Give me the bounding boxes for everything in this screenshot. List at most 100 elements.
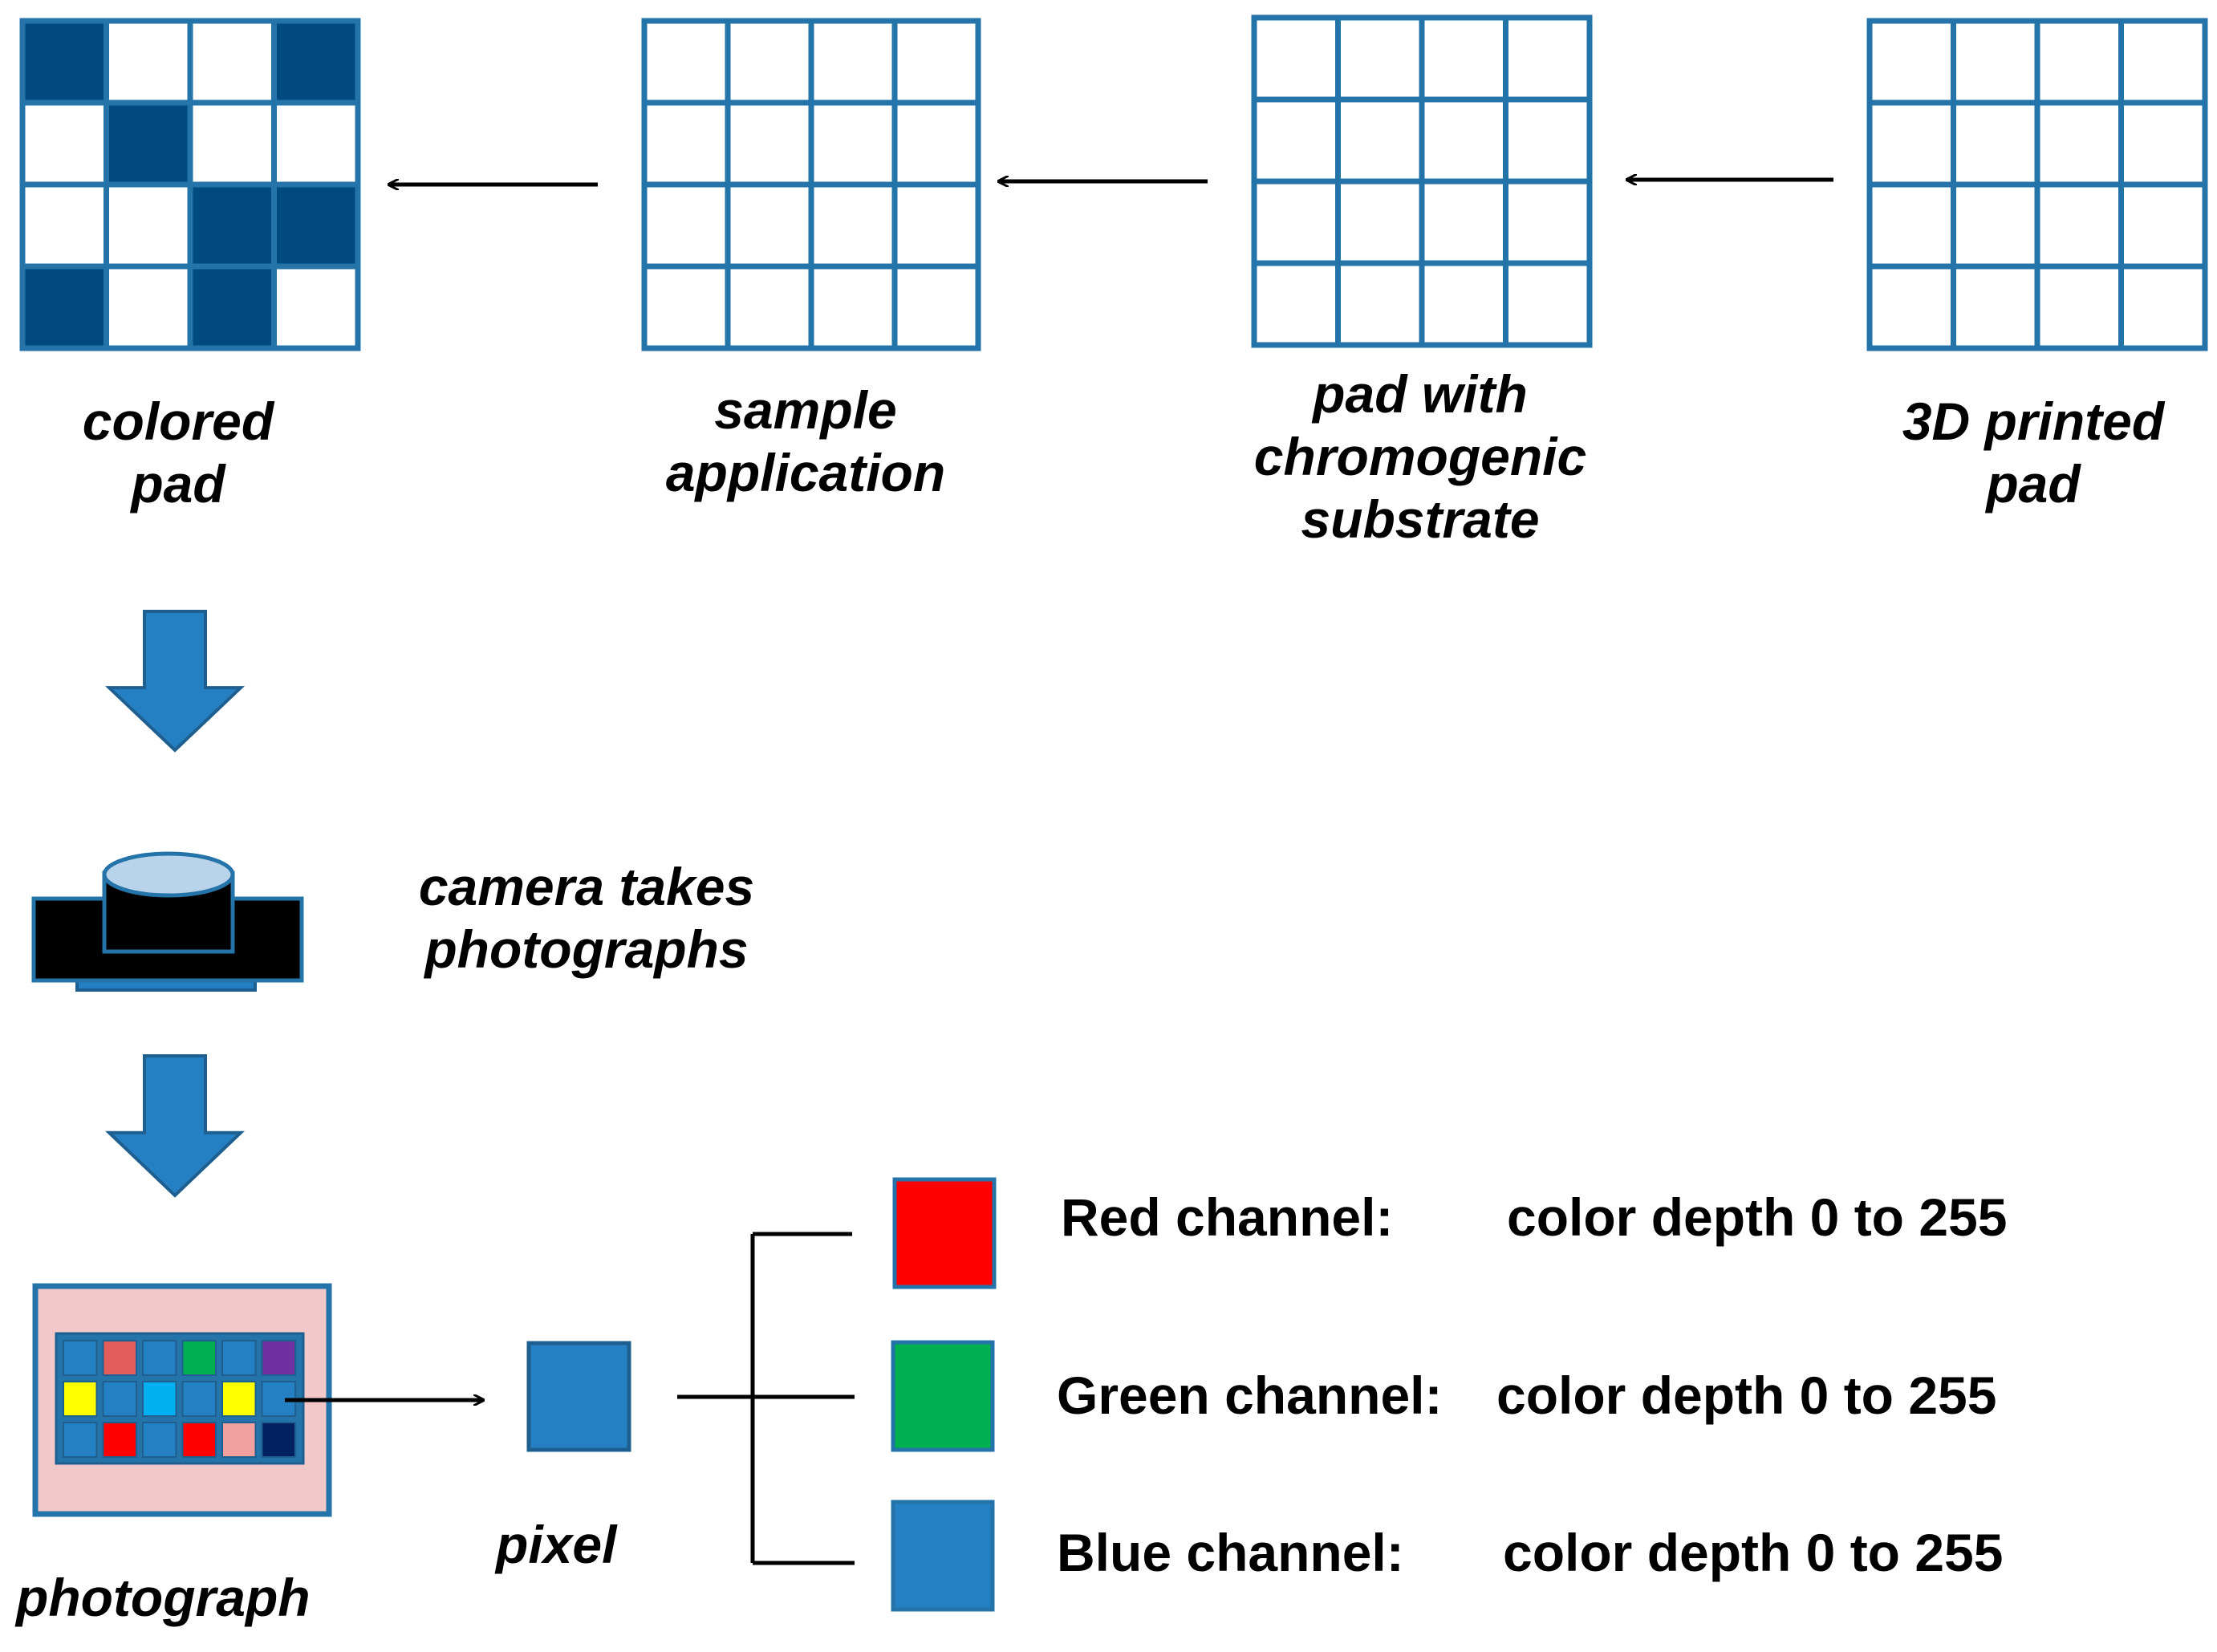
pad-cell (2118, 99, 2208, 188)
photograph-cell (221, 1381, 257, 1417)
pad-cell (1503, 14, 1593, 103)
pad-cell (1503, 96, 1593, 185)
pad-cell (808, 181, 898, 270)
pad-cell-filled (187, 263, 277, 351)
pad-cell (1335, 260, 1425, 348)
pad-cell (641, 18, 731, 106)
pad-cell (808, 99, 898, 188)
photograph-cell (181, 1381, 217, 1417)
pads-group (19, 14, 2208, 351)
pad-cell (104, 263, 193, 351)
pad-cell (2034, 99, 2124, 188)
pad-cell (2034, 181, 2124, 270)
pad-grid-sample (641, 18, 981, 351)
photograph-cell (63, 1381, 98, 1417)
pad-cell (641, 263, 731, 351)
photograph-cell (102, 1422, 137, 1458)
pad-cell (1866, 181, 1956, 270)
pad-label-line: pad (131, 454, 225, 513)
pad-cell (808, 263, 898, 351)
pad-cell (725, 181, 814, 270)
pad-label-chromogenic: pad with chromogenic substrate (1254, 367, 1586, 546)
pad-cell (1866, 263, 1956, 351)
photograph-cell (102, 1381, 137, 1417)
pad-cell (1419, 260, 1508, 348)
photograph-label: photograph (16, 1568, 311, 1627)
pad-label-line: colored (82, 392, 274, 451)
pad-label-line: pad with (1313, 364, 1528, 424)
pixel-label: pixel (496, 1515, 617, 1574)
pad-cell (1419, 96, 1508, 185)
pixel-square (526, 1341, 631, 1452)
pad-cell (2034, 263, 2124, 351)
pad-label-printed: 3D printed pad (1902, 395, 2164, 510)
camera-lens (102, 851, 235, 898)
red-channel-label: Red channel: (1061, 1187, 1394, 1247)
pad-cell-filled (104, 99, 193, 188)
pad-cell (641, 181, 731, 270)
pad-label-line: substrate (1301, 489, 1540, 549)
pad-cell (2118, 181, 2208, 270)
channel-swatches-group (891, 1177, 997, 1612)
photograph-cell (221, 1340, 257, 1376)
camera-label-line: camera takes (418, 857, 755, 916)
pad-cell (19, 99, 109, 188)
blue-channel-label: Blue channel: (1057, 1523, 1404, 1582)
pad-label-line: sample (714, 380, 897, 440)
pad-cell (1503, 260, 1593, 348)
pad-grid-colored (19, 18, 361, 351)
red-channel-depth: color depth 0 to 255 (1507, 1187, 2008, 1247)
pad-cell (1335, 96, 1425, 185)
channel-swatch (892, 1177, 997, 1289)
pad-cell (891, 181, 981, 270)
pad-cell (1866, 18, 1956, 106)
pad-cell (1335, 178, 1425, 266)
photograph-cell (63, 1422, 98, 1458)
pad-cell (104, 181, 193, 270)
blue-channel-depth: color depth 0 to 255 (1503, 1523, 2004, 1582)
pad-label-sample: sample application (666, 384, 945, 499)
pad-label-line: application (665, 443, 946, 502)
pad-cell (1951, 181, 2040, 270)
pad-cell (1951, 18, 2040, 106)
channel-swatch (891, 1500, 995, 1612)
pad-label-line: chromogenic (1253, 427, 1587, 486)
pad-grid-printed (1866, 18, 2208, 351)
photograph-cell (142, 1422, 177, 1458)
pad-cell-filled (19, 263, 109, 351)
pad-cell (187, 99, 277, 188)
photograph-cell (142, 1340, 177, 1376)
pad-cell (891, 263, 981, 351)
photograph-cell (221, 1422, 257, 1458)
camera-label: camera takes photographs (419, 860, 754, 976)
pad-cell (1503, 178, 1593, 266)
channel-swatch (891, 1340, 995, 1452)
flow-arrows-group (104, 180, 1833, 1198)
pad-cell (891, 18, 981, 106)
pad-cell (187, 18, 277, 106)
green-channel-label: Green channel: (1057, 1366, 1443, 1425)
pad-cell (808, 18, 898, 106)
photograph-cell (181, 1422, 217, 1458)
photograph-cell (261, 1340, 296, 1376)
pad-cell (725, 263, 814, 351)
channel-branch-lines (677, 1232, 855, 1565)
pixel-square (526, 1341, 631, 1452)
pad-cell (1419, 178, 1508, 266)
down-arrow-icon (105, 1054, 245, 1198)
pad-label-line: pad (1986, 454, 2081, 513)
pad-cell (1251, 260, 1341, 348)
pad-cell-filled (271, 18, 361, 106)
photograph-image (32, 1283, 483, 1517)
pad-cell (2118, 18, 2208, 106)
pad-cell (271, 263, 361, 351)
pad-cell (271, 99, 361, 188)
pad-cell (725, 18, 814, 106)
pad-cell (1951, 263, 2040, 351)
green-channel-depth: color depth 0 to 255 (1496, 1366, 1997, 1425)
pad-cell (1335, 14, 1425, 103)
camera-icon (31, 851, 304, 992)
pad-cell (891, 99, 981, 188)
